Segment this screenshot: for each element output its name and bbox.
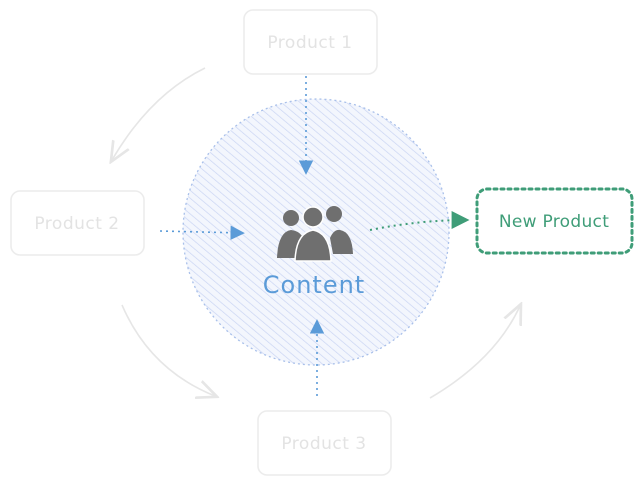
content-label: Content [263, 271, 365, 299]
cycle-arrow-product2-to-product3 [121, 304, 215, 396]
product-2-label: Product 2 [34, 214, 119, 234]
users-group-icon [277, 206, 353, 262]
arrow-content-to-new-product [369, 211, 470, 231]
product-1-node: Product 1 [243, 9, 378, 75]
new-product-node: New Product [475, 187, 634, 255]
product-3-label: Product 3 [281, 434, 366, 454]
product-1-label: Product 1 [267, 33, 352, 53]
product-3-node: Product 3 [257, 410, 392, 476]
new-product-label: New Product [499, 212, 609, 232]
arrow-product2-to-content [159, 225, 245, 240]
cycle-arrow-product3-to-product1 [429, 306, 520, 399]
product-2-node: Product 2 [10, 190, 145, 256]
cycle-arrow-product1-to-product2 [112, 67, 206, 160]
